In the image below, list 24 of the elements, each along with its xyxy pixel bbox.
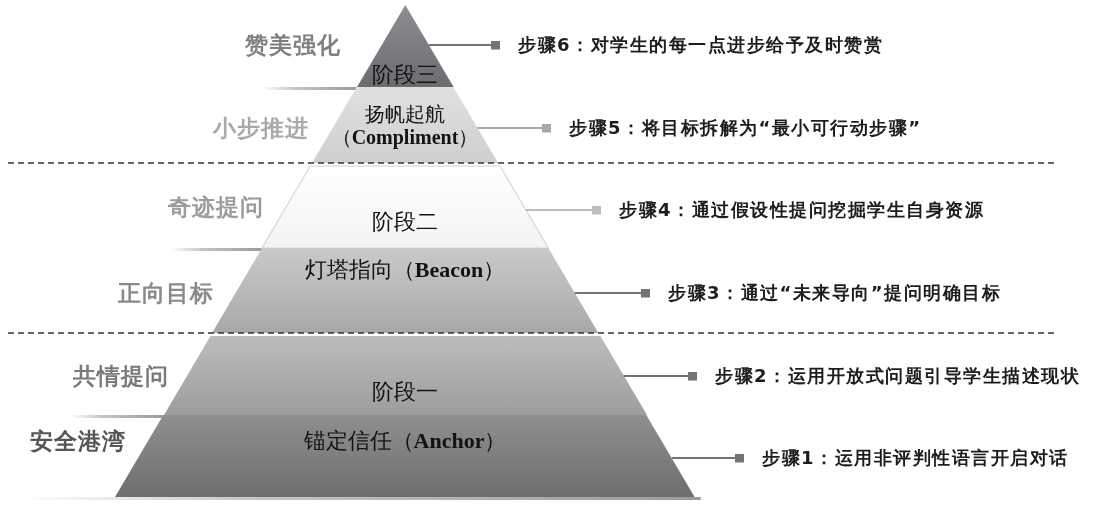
leader-line <box>524 205 602 215</box>
side-label: 赞美强化 <box>245 31 341 59</box>
leader-line <box>670 453 745 463</box>
side-label: 安全港湾 <box>30 427 126 455</box>
side-label: 正向目标 <box>118 279 214 307</box>
stage-label: 阶段二 <box>372 209 438 235</box>
stage-label: 扬帆起航（Compliment） <box>331 103 479 149</box>
leader-line <box>476 123 552 133</box>
leader-line <box>427 40 501 50</box>
step-text: 步骤1：运用非评判性语言开启对话 <box>762 446 1069 470</box>
side-label: 奇迹提问 <box>168 193 264 221</box>
leader-line <box>573 288 651 298</box>
side-label: 小步推进 <box>213 114 309 142</box>
step-text: 步骤2：运用开放式问题引导学生描述现状 <box>715 364 1081 388</box>
step-text: 步骤6：对学生的每一点进步给予及时赞赏 <box>518 33 884 57</box>
stage-label: 阶段三 <box>372 62 438 88</box>
stage-label: 锚定信任（Anchor） <box>303 428 507 454</box>
leader-line <box>622 371 698 381</box>
side-label: 共情提问 <box>73 362 169 390</box>
stage-label: 阶段一 <box>372 379 438 405</box>
step-text: 步骤3：通过“未来导向”提问明确目标 <box>668 281 1002 305</box>
step-text: 步骤4：通过假设性提问挖掘学生自身资源 <box>619 198 985 222</box>
step-text: 步骤5：将目标拆解为“最小可行动步骤” <box>569 116 922 140</box>
stage-label: 灯塔指向（Beacon） <box>304 257 506 283</box>
